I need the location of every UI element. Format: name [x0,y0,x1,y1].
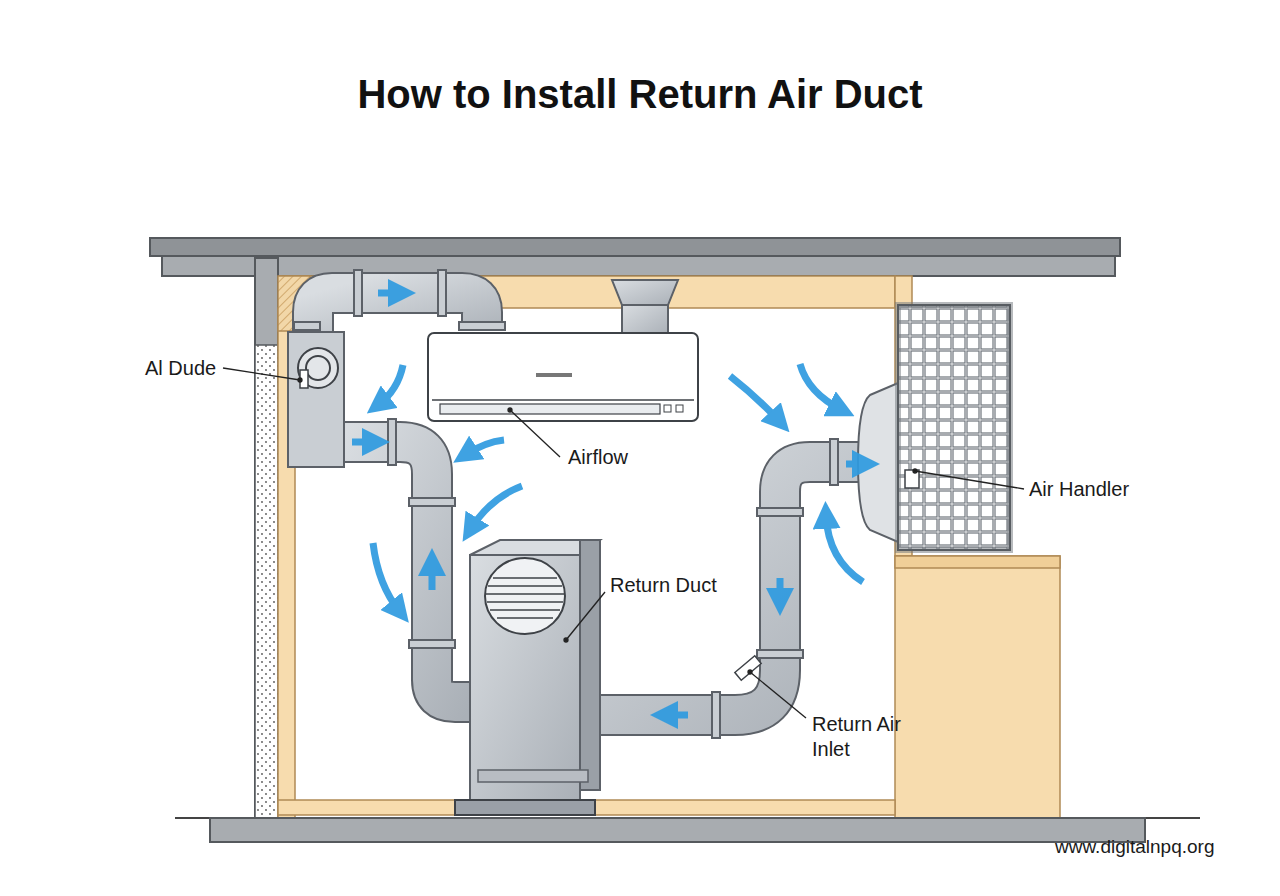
flow-label: Airflow [568,445,628,470]
part-label: Air Handler [1029,477,1129,502]
part-label: Return Duct [610,573,717,598]
watermark: www.digitalnpq.org [1055,834,1214,859]
part-label: Return Air Inlet [812,712,912,762]
diagram-title: How to Install Return Air Duct [0,72,1280,117]
part-label: Al Dude [145,356,216,381]
